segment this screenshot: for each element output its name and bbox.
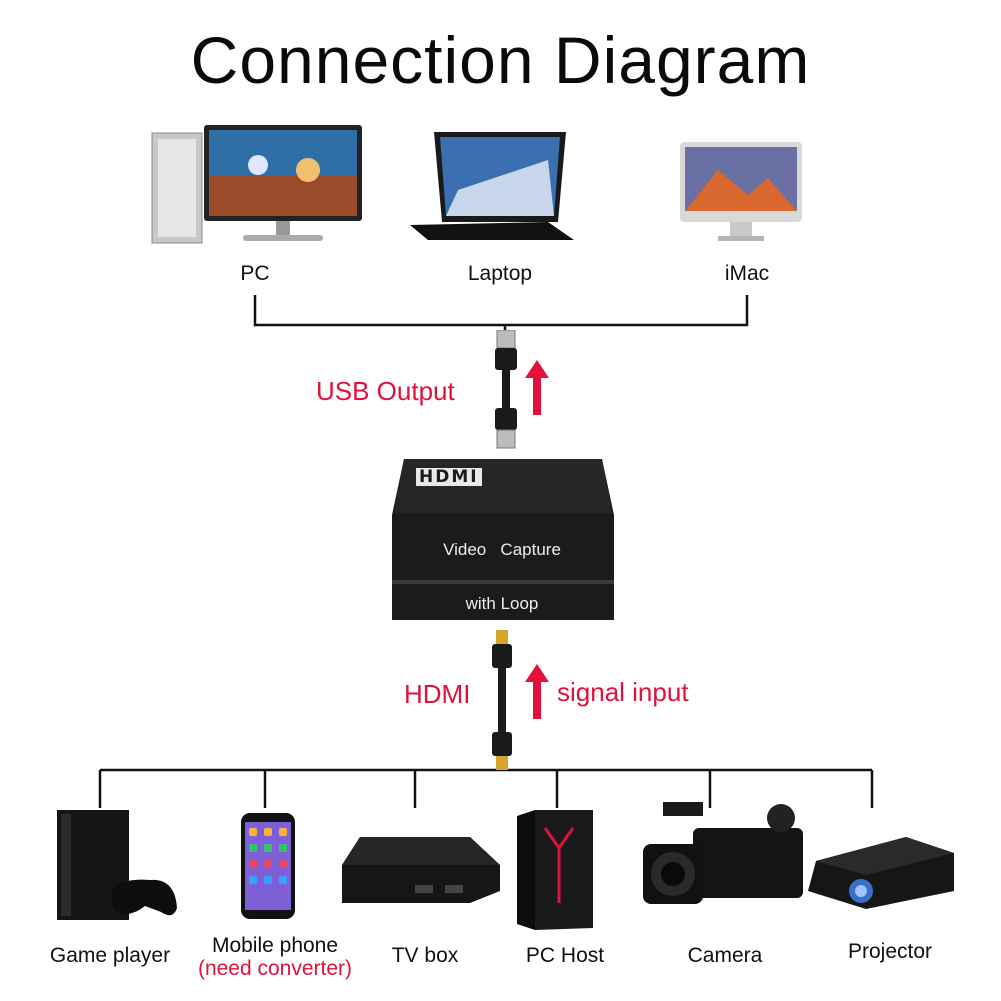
device-label-pc-host: PC Host xyxy=(525,944,605,967)
up-arrow-icon xyxy=(525,664,549,719)
signal-input-label: signal input xyxy=(557,677,689,707)
device-label-laptop: Laptop xyxy=(467,262,533,285)
device-text-line2: with Loop xyxy=(465,594,539,613)
imac-icon xyxy=(680,142,802,241)
device-text-line1: Video Capture xyxy=(443,540,561,559)
usb-output-label: USB Output xyxy=(316,376,455,406)
projector-icon xyxy=(808,837,954,909)
device-label-imac: iMac xyxy=(724,262,770,285)
pc-tower-icon xyxy=(517,810,593,930)
device-note-converter: (need converter) xyxy=(197,957,353,980)
capture-device xyxy=(392,459,614,620)
camcorder-icon xyxy=(643,802,803,904)
up-arrow-icon xyxy=(525,360,549,415)
device-label-tv-box: TV box xyxy=(391,944,459,967)
device-label-camera: Camera xyxy=(687,944,763,967)
device-label-projector: Projector xyxy=(847,940,933,963)
mobile-phone-icon xyxy=(241,813,295,919)
page-title: Connection Diagram xyxy=(190,23,811,97)
device-label-game-player: Game player xyxy=(49,944,171,967)
game-console-icon xyxy=(57,810,177,920)
tv-box-icon xyxy=(342,837,500,903)
device-label-mobile-phone: Mobile phone xyxy=(211,934,339,957)
usb-cable-icon xyxy=(495,330,517,449)
device-label-pc: PC xyxy=(240,262,270,285)
laptop-icon xyxy=(410,132,574,240)
hdmi-label: HDMI xyxy=(404,679,471,709)
hdmi-logo: HDMI xyxy=(416,468,482,486)
hdmi-cable-icon xyxy=(492,630,512,770)
desktop-pc-icon xyxy=(151,125,362,244)
